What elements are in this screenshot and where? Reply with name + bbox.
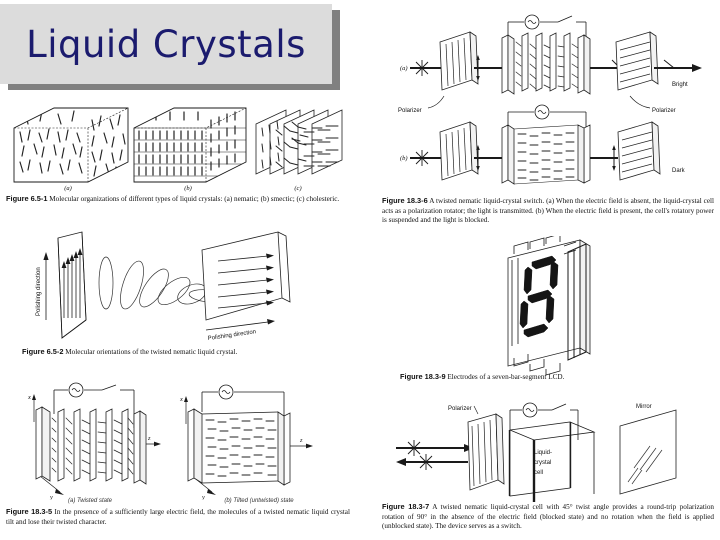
fig-6-5-1-graphic: (a) (b) (c) xyxy=(13,107,343,192)
polarizer-a-output xyxy=(615,31,659,91)
cholesteric-planes xyxy=(255,109,343,175)
smectic-box xyxy=(133,107,247,183)
lc-cell-label-2: crystal xyxy=(534,460,551,466)
figure-6-5-2: Polishing direction xyxy=(6,228,354,363)
nematic-rods xyxy=(19,110,126,178)
fig-6-5-1-label-a: (a) xyxy=(64,185,72,192)
light-rays-18-3-7 xyxy=(396,440,474,470)
fig-18-3-5-label-b: (b) Tilted (untwisted) state xyxy=(224,498,294,504)
fig-18-3-7-caption-text: A twisted nematic liquid-crystal cell wi… xyxy=(382,503,715,531)
lcd-segments xyxy=(519,255,559,338)
fig-18-3-6-number: Figure 18.3-6 xyxy=(382,196,428,205)
polarizer-b-input xyxy=(439,121,479,181)
fig-6-5-2-caption-text: Molecular orientations of the twisted ne… xyxy=(65,348,238,356)
polishing-direction-left: Polishing direction xyxy=(36,252,49,320)
bright-label: Bright xyxy=(672,82,688,88)
fig-6-5-1-label-b: (b) xyxy=(184,185,192,192)
fig-18-3-6-label-b: (b) xyxy=(400,155,408,162)
cholesteric-rods xyxy=(261,120,339,169)
lc-cell-label-1: Liquid- xyxy=(534,450,552,456)
figure-18-3-5: x y z xyxy=(6,382,354,534)
mirror-label: Mirror xyxy=(636,404,652,410)
axis-z-a: z xyxy=(147,435,151,442)
axis-y-a: y xyxy=(49,494,53,500)
axis-y-b: y xyxy=(201,494,205,500)
figure-6-5-1: (a) (b) (c) Figure 6.5-1 Molecular organ… xyxy=(6,100,354,218)
fig-6-5-1-number: Figure 6.5-1 xyxy=(6,194,48,203)
polishing-direction-right: Polishing direction xyxy=(205,319,275,342)
polarizer-b-output xyxy=(617,121,661,181)
liquid-crystal-cell: Liquid- crystal cell xyxy=(508,421,596,502)
fig-6-5-2-graphic: Polishing direction xyxy=(36,231,291,342)
lc-cell-a xyxy=(501,14,591,95)
twisted-state-cell: x y z xyxy=(27,382,161,500)
polarizer-label-left: Polarizer xyxy=(398,108,422,114)
polarizer-label-right: Polarizer xyxy=(652,108,676,114)
polarizer-18-3-7: Polarizer xyxy=(448,405,505,491)
lc-cell-b xyxy=(501,104,591,185)
left-polishing-plate xyxy=(57,231,87,339)
fig-18-3-6-caption: Figure 18.3-6 A twisted nematic liquid-c… xyxy=(382,196,714,226)
switch-field-present: (b) xyxy=(400,104,686,185)
fig-6-5-1-caption-text: Molecular organizations of different typ… xyxy=(49,195,340,203)
fig-18-3-7-caption: Figure 18.3-7 A twisted nematic liquid-c… xyxy=(382,502,714,532)
polarizer-a-input xyxy=(439,31,479,91)
fig-18-3-9-caption-text: Electrodes of a seven-bar-segment LCD. xyxy=(447,373,565,381)
nematic-box xyxy=(13,107,129,183)
figure-18-3-6: (a) xyxy=(382,4,716,232)
fig-18-3-5-caption-text: In the presence of a sufficiently large … xyxy=(6,508,350,526)
fig-18-3-5-number: Figure 18.3-5 xyxy=(6,507,53,516)
lc-cell-label-3: cell xyxy=(534,470,543,476)
twisted-rods xyxy=(51,417,134,475)
smectic-rods xyxy=(134,111,246,177)
polishing-direction-right-label: Polishing direction xyxy=(207,329,256,342)
fig-6-5-2-caption: Figure 6.5-2 Molecular orientations of t… xyxy=(6,347,322,358)
tilted-state-cell: x y z xyxy=(179,384,313,500)
axis-z-b: z xyxy=(299,437,303,444)
page-title: Liquid Crystals xyxy=(26,22,306,66)
fig-18-3-6-caption-text: A twisted nematic liquid-crystal switch.… xyxy=(382,197,715,225)
figure-18-3-7: Polarizer Liquid- crystal cell xyxy=(382,396,716,540)
switch-field-absent: (a) xyxy=(400,14,702,95)
polarizer-callouts-a: Polarizer Polarizer xyxy=(398,95,676,114)
fig-18-3-9-number: Figure 18.3-9 xyxy=(400,372,446,381)
fig-6-5-1-caption: Figure 6.5-1 Molecular organizations of … xyxy=(6,194,346,205)
fig-18-3-9-caption: Figure 18.3-9 Electrodes of a seven-bar-… xyxy=(382,372,700,383)
figure-18-3-9: Figure 18.3-9 Electrodes of a seven-bar-… xyxy=(382,236,716,388)
fig-18-3-5-caption: Figure 18.3-5 In the presence of a suffi… xyxy=(6,507,350,527)
axis-x-a: x xyxy=(27,394,31,401)
fig-18-3-7-number: Figure 18.3-7 xyxy=(382,502,430,511)
fig-18-3-5-graphic: x y z xyxy=(27,382,313,500)
polishing-direction-left-label: Polishing direction xyxy=(36,267,42,316)
polarizer-label-18-3-7: Polarizer xyxy=(448,406,472,412)
dark-label: Dark xyxy=(672,168,686,174)
fig-18-3-7-graphic: Polarizer Liquid- crystal cell xyxy=(396,402,677,502)
right-polishing-plate xyxy=(201,231,291,321)
tilted-rods xyxy=(205,418,277,477)
title-box: Liquid Crystals xyxy=(0,4,332,84)
fig-18-3-6-label-a: (a) xyxy=(400,65,408,72)
axis-x-b: x xyxy=(179,396,183,403)
mirror: Mirror xyxy=(619,404,677,495)
fig-18-3-5-label-a: (a) Twisted state xyxy=(68,498,112,504)
fig-18-3-9-graphic xyxy=(507,236,591,376)
fig-6-5-2-number: Figure 6.5-2 xyxy=(22,347,64,356)
fig-18-3-6-graphic: (a) xyxy=(398,14,702,185)
fig-6-5-1-label-c: (c) xyxy=(294,185,301,192)
seven-segment-lcd xyxy=(507,236,591,376)
